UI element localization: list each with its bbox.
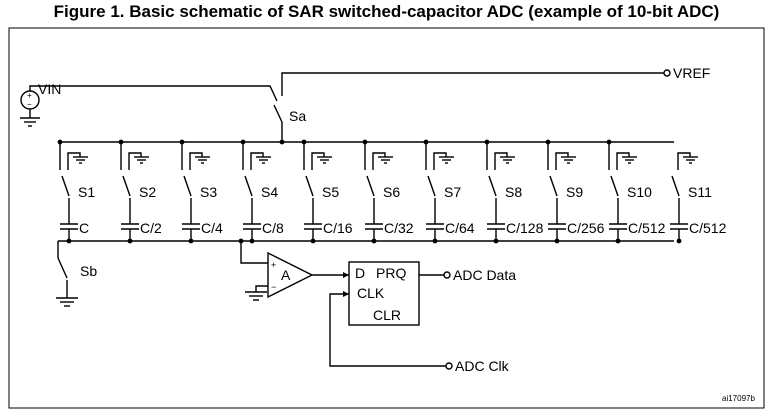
figure-frame <box>8 27 765 409</box>
switch-label: S11 <box>688 184 712 200</box>
switch-label: S4 <box>261 184 278 200</box>
capacitor-label: C/512 <box>689 220 727 236</box>
bit-column: S9C/256 <box>545 139 605 244</box>
figure-title: Figure 1. Basic schematic of SAR switche… <box>53 2 720 21</box>
switch-label: S5 <box>322 184 339 200</box>
svg-text:+: + <box>27 91 32 100</box>
sb-label: Sb <box>80 263 97 279</box>
bit-column: S3C/4 <box>179 139 223 244</box>
comparator <box>238 238 349 301</box>
switch-label: S3 <box>200 184 217 200</box>
adc-data-label: ADC Data <box>453 267 516 283</box>
bit-column: S1C <box>57 139 95 244</box>
bit-column: S5C/16 <box>301 139 353 244</box>
switch-blade <box>61 175 70 197</box>
switch-label: S2 <box>139 184 156 200</box>
bit-column: S8C/128 <box>484 139 544 244</box>
figure-id: ai17097b <box>722 394 755 403</box>
sa-switch <box>273 104 283 142</box>
switch-blade <box>427 175 436 197</box>
switch-label: S10 <box>627 184 652 200</box>
switch-blade <box>610 175 619 197</box>
switch-label: S1 <box>78 184 95 200</box>
vin-source: + − <box>20 85 278 127</box>
capacitor-label: C/128 <box>506 220 544 236</box>
switch-blade <box>488 175 497 197</box>
capacitor-label: C/8 <box>262 220 284 236</box>
capacitor-label: C/256 <box>567 220 605 236</box>
svg-text:−: − <box>27 100 32 109</box>
sb-switch <box>56 241 78 307</box>
vref-label: VREF <box>673 65 710 81</box>
switch-label: S7 <box>444 184 461 200</box>
switch-label: S6 <box>383 184 400 200</box>
capacitor-label: C/64 <box>445 220 475 236</box>
bit-column: S6C/32 <box>362 139 414 244</box>
ff-clr: CLR <box>373 307 401 323</box>
flip-flop <box>329 261 453 370</box>
capacitor-label: C/2 <box>140 220 162 236</box>
ff-prq: PRQ <box>376 265 406 281</box>
switch-blade <box>305 175 314 197</box>
capacitor-label: C/32 <box>384 220 414 236</box>
ff-clk: CLK <box>357 285 385 301</box>
switch-blade <box>671 175 680 197</box>
switch-label: S9 <box>566 184 583 200</box>
capacitor-label: C/4 <box>201 220 223 236</box>
switch-blade <box>122 175 131 197</box>
switch-blade <box>549 175 558 197</box>
capacitor-label: C/512 <box>628 220 666 236</box>
bit-column: S4C/8 <box>240 139 284 244</box>
vref-line <box>281 69 671 96</box>
ff-d: D <box>355 265 365 281</box>
amp-minus: − <box>271 282 276 292</box>
amp-label: A <box>281 267 291 283</box>
bit-column: S2C/2 <box>118 139 162 244</box>
sa-label: Sa <box>289 108 306 124</box>
switch-blade <box>183 175 192 197</box>
switch-label: S8 <box>505 184 522 200</box>
capacitor-label: C <box>79 220 89 236</box>
adc-clk-label: ADC Clk <box>455 358 510 374</box>
vin-label: VIN <box>38 81 61 97</box>
bit-column: S7C/64 <box>423 139 475 244</box>
switch-blade <box>244 175 253 197</box>
switch-blade <box>366 175 375 197</box>
amp-plus: + <box>271 260 276 270</box>
capacitor-label: C/16 <box>323 220 353 236</box>
